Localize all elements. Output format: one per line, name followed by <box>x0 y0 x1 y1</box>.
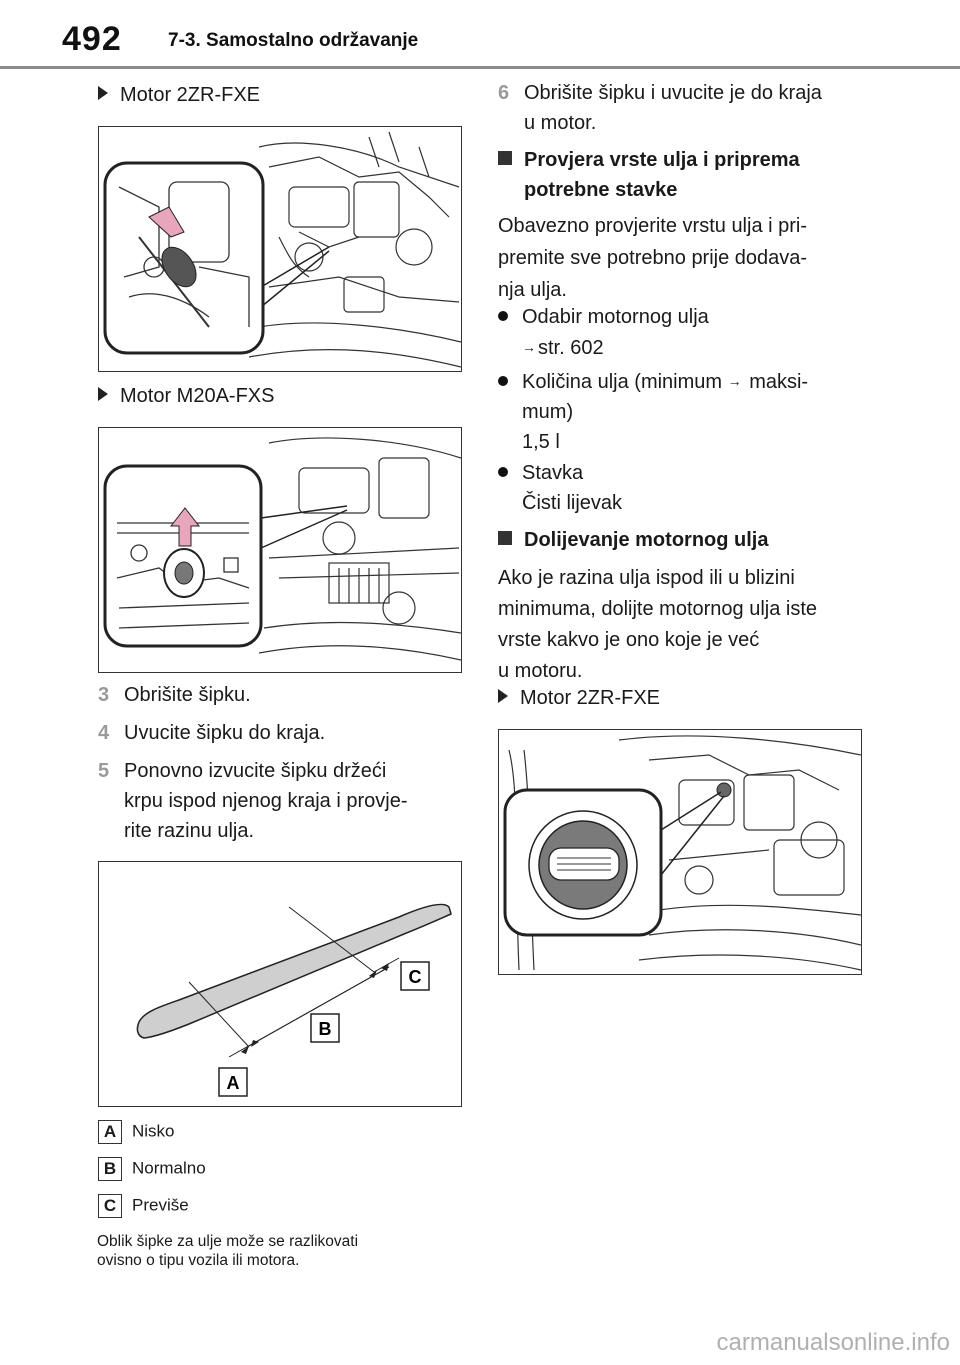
engine-m20a-drawing <box>103 437 461 661</box>
dot-bullet-icon <box>498 311 508 321</box>
page-header: 492 7-3. Samostalno održavanje <box>0 0 960 70</box>
triangle-bullet-icon <box>98 387 108 401</box>
fig1-caption: Motor 2ZR-FXE <box>98 80 260 110</box>
section-title: 7-3. Samostalno održavanje <box>168 30 419 51</box>
square-bullet-icon <box>498 531 512 545</box>
dot-bullet-icon <box>498 467 508 477</box>
header-divider <box>0 66 960 69</box>
dipstick-note: Oblik šipke za ulje može se razlikovati … <box>97 1233 359 1269</box>
label-a: A <box>227 1073 240 1093</box>
engine-illustration-m20a-dipstick <box>98 427 462 673</box>
fig3-caption: Motor 2ZR-FXE <box>498 683 660 713</box>
dipstick-drawing: C B A <box>136 903 452 1097</box>
paragraph-oil-check: Obavezno provjerite vrstu ulja i pri- pr… <box>498 215 808 301</box>
dipstick-level-illustration: C B A <box>98 861 462 1107</box>
bullet-oil-quantity: Količina ulja (minimum → maksi- mum) 1,5… <box>498 366 808 457</box>
engine-2zr-drawing <box>103 131 461 368</box>
engine-illustration-2zr-dipstick <box>98 126 462 372</box>
engine-illustration-2zr-filler-cap <box>498 729 862 975</box>
label-c: C <box>409 967 422 987</box>
heading-add-oil: Dolijevanje motornog ulja <box>498 525 768 555</box>
label-b: B <box>319 1019 332 1039</box>
square-bullet-icon <box>498 151 512 165</box>
page-reference: str. 602 <box>538 337 604 359</box>
arrow-range-icon: → <box>727 373 742 389</box>
arrow-reference-icon: → <box>522 339 536 355</box>
triangle-bullet-icon <box>98 86 108 100</box>
dot-bullet-icon <box>498 376 508 386</box>
engine-2zr-filler-drawing <box>503 735 861 971</box>
heading-oil-check: Provjera vrste ulja i priprema potrebne … <box>498 145 800 205</box>
watermark-text: carmanualsonline.info <box>716 1329 950 1356</box>
triangle-bullet-icon <box>498 689 508 703</box>
bullet-item: Stavka Čisti lijevak <box>498 458 622 518</box>
fig2-caption: Motor M20A-FXS <box>98 381 274 411</box>
bullet-oil-selection: Odabir motornog ulja →str. 602 <box>498 302 709 363</box>
page-number: 492 <box>62 20 122 58</box>
paragraph-add-oil: Ako je razina ulja ispod ili u blizini m… <box>498 567 818 682</box>
